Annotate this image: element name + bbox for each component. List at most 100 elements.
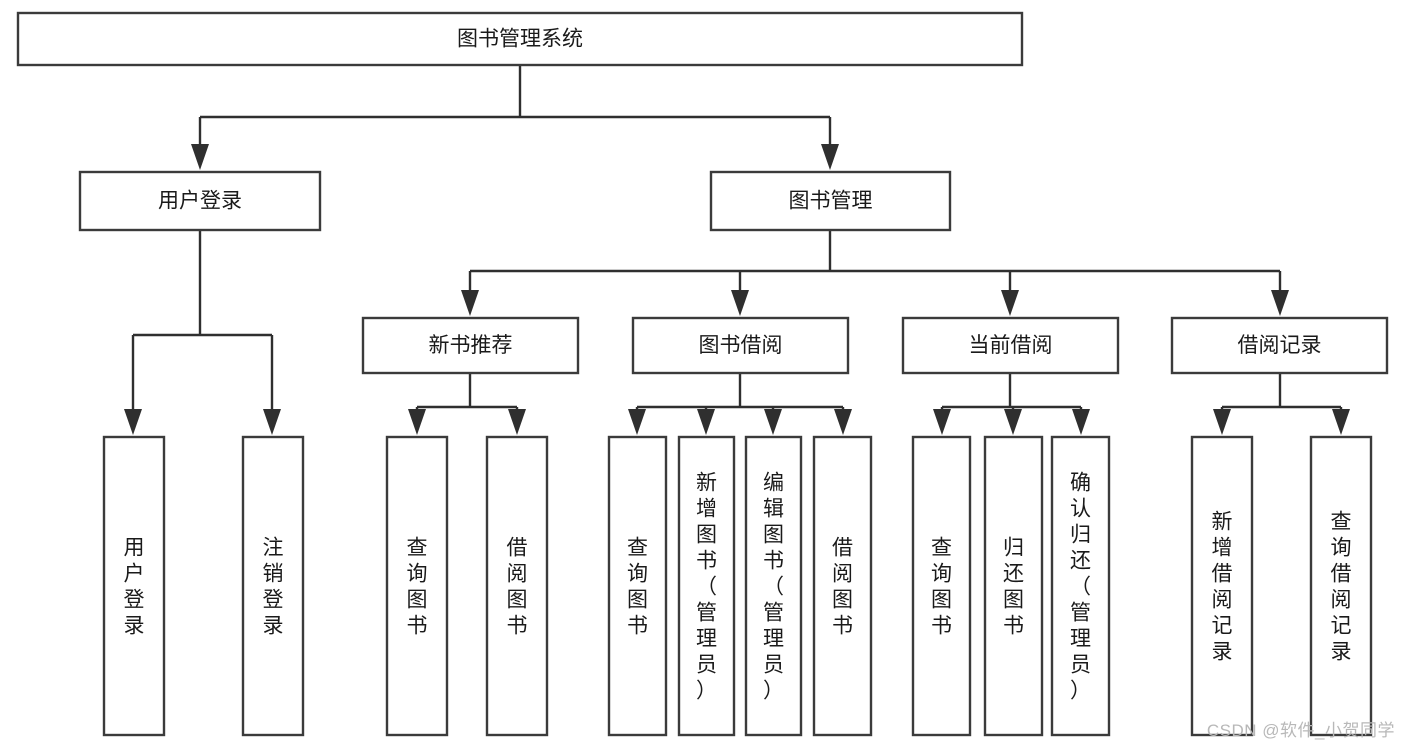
leaf-node-leaf-confirm-return-admin[interactable]: 确认归还（管理员） (1050, 435, 1111, 737)
node-label: 新书推荐 (429, 334, 513, 357)
connector-edge-to-book-borrow (731, 271, 749, 316)
submodule-node-new-book-recommend[interactable]: 新书推荐 (361, 316, 580, 375)
root-node-root[interactable]: 图书管理系统 (16, 11, 1024, 67)
leaf-node-leaf-user-login[interactable]: 用户登录 (102, 435, 166, 737)
leaf-node-leaf-query-borrow-record[interactable]: 查询借阅记录 (1309, 435, 1373, 737)
node-box[interactable] (16, 11, 1024, 67)
leaf-node-leaf-query-book-current[interactable]: 查询图书 (911, 435, 972, 737)
node-label: 新增借阅记录 (1212, 510, 1233, 663)
connector-edge-to-borrow-record (1271, 271, 1289, 316)
node-label: 注销登录 (263, 536, 284, 637)
nodes-layer: 图书管理系统用户登录图书管理新书推荐图书借阅当前借阅借阅记录用户登录注销登录查询… (16, 11, 1389, 737)
arrow-head-icon (191, 144, 209, 170)
arrow-head-icon (124, 409, 142, 435)
node-label: 图书借阅 (699, 334, 783, 357)
node-box[interactable] (812, 435, 873, 737)
connector-edge-to-book-manage (821, 117, 839, 170)
node-label: 查询图书 (627, 536, 648, 637)
arrow-head-icon (764, 409, 782, 435)
arrow-head-icon (508, 409, 526, 435)
leaf-node-leaf-query-book-rec[interactable]: 查询图书 (385, 435, 449, 737)
node-box[interactable] (631, 316, 850, 375)
node-box[interactable] (911, 435, 972, 737)
connector-edge-to-current-borrow (1001, 271, 1019, 316)
node-box[interactable] (744, 435, 803, 737)
node-label: 借阅记录 (1238, 334, 1322, 357)
arrow-head-icon (1213, 409, 1231, 435)
node-box[interactable] (901, 316, 1120, 375)
arrow-head-icon (1001, 290, 1019, 316)
node-box[interactable] (102, 435, 166, 737)
connector-edge-to-leaf-add-borrow-record (1213, 407, 1231, 435)
node-label: 归还图书 (1003, 536, 1024, 637)
submodule-node-current-borrow[interactable]: 当前借阅 (901, 316, 1120, 375)
leaf-node-leaf-query-book-borrow[interactable]: 查询图书 (607, 435, 668, 737)
node-box[interactable] (241, 435, 305, 737)
node-label: 编辑图书（管理员） (763, 471, 784, 702)
arrow-head-icon (461, 290, 479, 316)
arrow-head-icon (697, 409, 715, 435)
node-box[interactable] (677, 435, 736, 737)
connector-edge-to-leaf-borrow-book-rec (508, 407, 526, 435)
leaf-node-leaf-borrow-book-rec[interactable]: 借阅图书 (485, 435, 549, 737)
node-label: 查询借阅记录 (1331, 510, 1352, 663)
edges-layer (124, 65, 1350, 435)
node-label: 图书管理系统 (457, 28, 583, 51)
arrow-head-icon (628, 409, 646, 435)
node-box[interactable] (1050, 435, 1111, 737)
node-box[interactable] (485, 435, 549, 737)
connector-edge-to-leaf-add-book-admin (697, 407, 715, 435)
arrow-head-icon (1332, 409, 1350, 435)
node-label: 图书管理 (789, 190, 873, 213)
node-box[interactable] (983, 435, 1044, 737)
leaf-node-leaf-add-book-admin[interactable]: 新增图书（管理员） (677, 435, 736, 737)
connector-edge-to-new-book-recommend (461, 271, 479, 316)
submodule-node-book-borrow[interactable]: 图书借阅 (631, 316, 850, 375)
submodule-node-borrow-record[interactable]: 借阅记录 (1170, 316, 1389, 375)
connector-edge-to-leaf-edit-book-admin (764, 407, 782, 435)
connector-edge-to-leaf-query-borrow-record (1332, 407, 1350, 435)
leaf-node-leaf-logout[interactable]: 注销登录 (241, 435, 305, 737)
connector-edge-to-user-login (191, 117, 209, 170)
node-box[interactable] (1170, 316, 1389, 375)
node-label: 新增图书（管理员） (696, 471, 717, 702)
node-box[interactable] (607, 435, 668, 737)
node-box[interactable] (1190, 435, 1254, 737)
connector-edge-to-leaf-query-book-current (933, 407, 951, 435)
node-label: 用户登录 (158, 190, 242, 213)
connector-edge-to-leaf-user-login (124, 335, 142, 435)
leaf-node-leaf-add-borrow-record[interactable]: 新增借阅记录 (1190, 435, 1254, 737)
node-label: 确认归还（管理员） (1070, 471, 1091, 702)
node-box[interactable] (1309, 435, 1373, 737)
node-label: 借阅图书 (507, 536, 528, 637)
connector-edge-to-leaf-query-book-rec (408, 407, 426, 435)
arrow-head-icon (408, 409, 426, 435)
leaf-node-leaf-edit-book-admin[interactable]: 编辑图书（管理员） (744, 435, 803, 737)
node-label: 借阅图书 (832, 536, 853, 637)
connector-edge-to-leaf-query-book-borrow (628, 407, 646, 435)
node-box[interactable] (361, 316, 580, 375)
node-label: 当前借阅 (969, 334, 1053, 357)
connector-edge-to-leaf-return-book (1004, 407, 1022, 435)
node-label: 查询图书 (407, 536, 428, 637)
arrow-head-icon (1072, 409, 1090, 435)
leaf-node-leaf-borrow-book[interactable]: 借阅图书 (812, 435, 873, 737)
arrow-head-icon (933, 409, 951, 435)
arrow-head-icon (1004, 409, 1022, 435)
arrow-head-icon (821, 144, 839, 170)
leaf-node-leaf-return-book[interactable]: 归还图书 (983, 435, 1044, 737)
arrow-head-icon (834, 409, 852, 435)
connector-edge-to-leaf-logout (263, 335, 281, 435)
node-label: 查询图书 (931, 536, 952, 637)
connector-edge-to-leaf-confirm-return-admin (1072, 407, 1090, 435)
arrow-head-icon (263, 409, 281, 435)
module-node-user-login[interactable]: 用户登录 (78, 170, 322, 232)
node-box[interactable] (385, 435, 449, 737)
connector-edge-to-leaf-borrow-book (834, 407, 852, 435)
arrow-head-icon (731, 290, 749, 316)
node-box[interactable] (709, 170, 952, 232)
module-node-book-manage[interactable]: 图书管理 (709, 170, 952, 232)
node-box[interactable] (78, 170, 322, 232)
